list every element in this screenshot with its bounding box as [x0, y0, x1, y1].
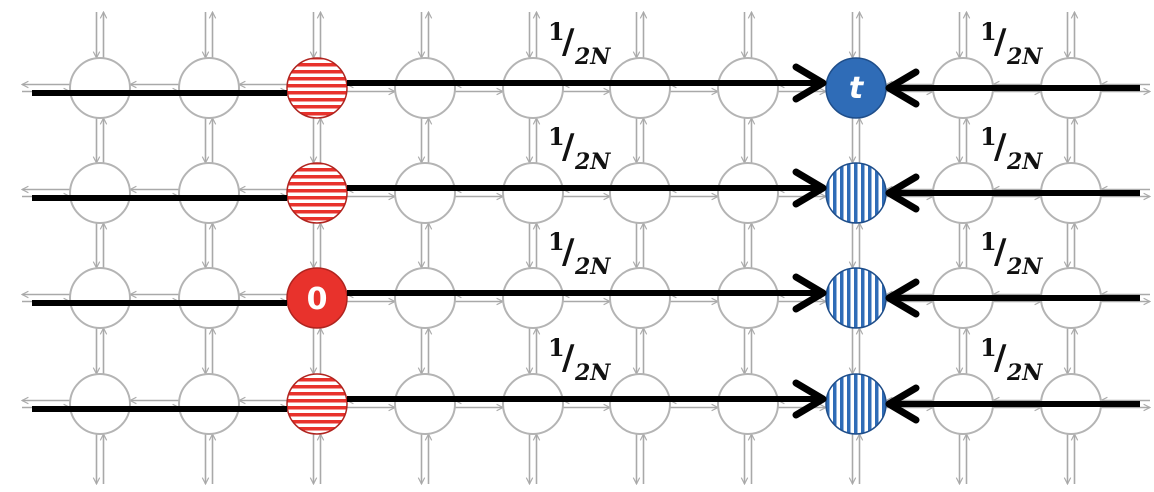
grid-node	[502, 162, 564, 224]
path-right-arrowhead	[885, 278, 920, 318]
grid-node	[69, 373, 131, 435]
grid-node	[178, 57, 240, 119]
path-middle-arrowhead	[792, 273, 827, 313]
grid-node	[394, 162, 456, 224]
grid-node	[717, 267, 779, 329]
grid-node	[394, 267, 456, 329]
source-striped-node	[286, 162, 348, 224]
grid-node	[178, 373, 240, 435]
path-middle-arrowhead	[792, 379, 827, 419]
edge-label-left-numerator: 1	[548, 122, 565, 151]
highlighted-paths	[32, 63, 1140, 424]
source-node	[286, 267, 348, 329]
edge-label-right-denominator: 2N	[1006, 44, 1043, 70]
edge-label-left-denominator: 2N	[574, 44, 611, 70]
edge-label-left-denominator: 2N	[574, 254, 611, 280]
edge-label-right-slash: /	[994, 127, 1007, 167]
grid-node	[178, 267, 240, 329]
grid-node	[502, 57, 564, 119]
grid-node	[609, 162, 671, 224]
edge-label-left-numerator: 1	[548, 227, 565, 256]
grid-node	[394, 373, 456, 435]
grid-node	[69, 267, 131, 329]
grid-node	[178, 162, 240, 224]
edge-label-right-slash: /	[994, 338, 1007, 378]
edge-weight-labels: 1/2N1/2N1/2N1/2N1/2N1/2N1/2N1/2N	[548, 17, 1043, 386]
edge-label-right-slash: /	[994, 22, 1007, 62]
edge-label-right-numerator: 1	[980, 333, 997, 362]
grid-node	[394, 57, 456, 119]
path-right-arrowhead	[885, 173, 920, 213]
target-striped-node	[825, 162, 887, 224]
edge-label-right-denominator: 2N	[1006, 149, 1043, 175]
edge-label-right-denominator: 2N	[1006, 360, 1043, 386]
grid-node	[69, 162, 131, 224]
target-striped-node	[825, 267, 887, 329]
grid-node	[609, 57, 671, 119]
source-striped-node	[286, 57, 348, 119]
edge-label-right-slash: /	[994, 232, 1007, 272]
edge-label-left-numerator: 1	[548, 17, 565, 46]
edge-label-left-slash: /	[562, 232, 575, 272]
grid-node	[502, 267, 564, 329]
path-right-arrowhead	[885, 384, 920, 424]
grid-node	[609, 267, 671, 329]
source-node-label: 0	[307, 282, 328, 317]
path-middle-arrowhead	[792, 63, 827, 103]
grid-node	[502, 373, 564, 435]
grid-node	[717, 162, 779, 224]
edge-label-left-slash: /	[562, 127, 575, 167]
edge-label-left-denominator: 2N	[574, 149, 611, 175]
grid-node	[609, 373, 671, 435]
grid-node	[717, 373, 779, 435]
grid-node	[69, 57, 131, 119]
target-node-label: t	[849, 71, 865, 106]
path-right-arrowhead	[885, 68, 920, 108]
target-striped-node	[825, 373, 887, 435]
edge-label-left-denominator: 2N	[574, 360, 611, 386]
edge-label-right-denominator: 2N	[1006, 254, 1043, 280]
source-striped-node	[286, 373, 348, 435]
edge-label-left-numerator: 1	[548, 333, 565, 362]
grid-nodes: t0	[69, 57, 1102, 435]
edge-label-right-numerator: 1	[980, 17, 997, 46]
edge-label-left-slash: /	[562, 22, 575, 62]
grid-node	[717, 57, 779, 119]
edge-label-left-slash: /	[562, 338, 575, 378]
edge-label-right-numerator: 1	[980, 227, 997, 256]
path-middle-arrowhead	[792, 168, 827, 208]
edge-label-right-numerator: 1	[980, 122, 997, 151]
